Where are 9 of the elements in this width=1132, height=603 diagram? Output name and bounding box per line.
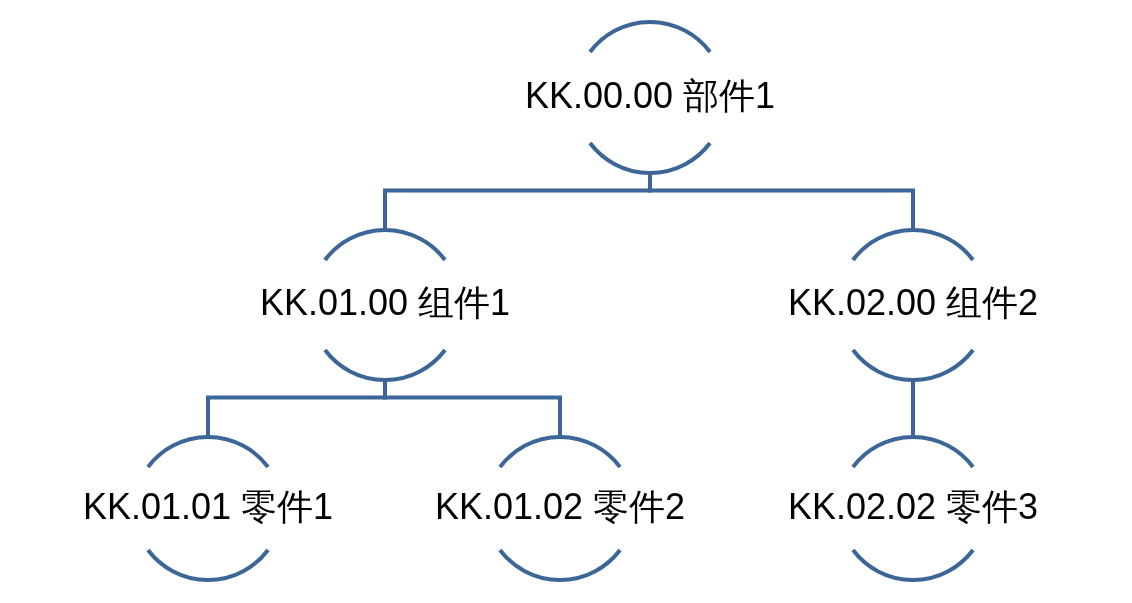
connector-line — [383, 381, 562, 436]
node-label: KK.01.02 零件2 — [433, 486, 687, 527]
node-label: KK.00.00 部件1 — [523, 75, 777, 116]
node-label: KK.02.02 零件3 — [786, 486, 1040, 527]
connector-line — [648, 174, 915, 229]
node-label: KK.02.00 组件2 — [786, 283, 1040, 323]
connector-line — [911, 381, 915, 436]
node-label: KK.01.00 组件1 — [258, 283, 512, 323]
node-label: KK.01.01 零件1 — [81, 486, 335, 527]
